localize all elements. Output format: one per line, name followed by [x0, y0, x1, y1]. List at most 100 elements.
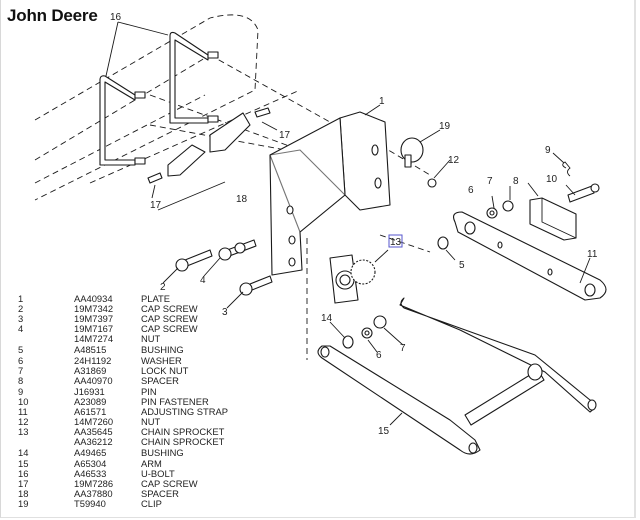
part-number-index: 10: [18, 395, 29, 407]
part-number: A49465: [74, 447, 107, 459]
part-number-index: [18, 437, 74, 447]
part-11-adjusting-strap: [453, 211, 607, 301]
part-description: CLIP: [141, 497, 162, 509]
parts-list-row: 15 A65304 ARM: [18, 457, 228, 469]
part-number-index: 18: [18, 487, 29, 499]
part-description: LOCK NUT: [141, 364, 189, 376]
part-7-lock-nut-lower: [373, 315, 387, 329]
callout-6-upper: 6: [468, 185, 474, 196]
callout-11: 11: [587, 249, 598, 260]
brand-title: John Deere: [7, 6, 98, 25]
callout-13[interactable]: 13: [390, 237, 402, 248]
parts-list-row: 18 AA37880 SPACER: [18, 487, 228, 499]
part-3-cap-screw: [239, 275, 273, 296]
part-16-u-bolt: [99, 31, 219, 166]
part-18-spacer: [167, 112, 251, 177]
callout-17-lower: 17: [150, 200, 162, 211]
part-number-index: 15: [18, 457, 29, 469]
part-number-index: 1: [18, 293, 24, 304]
part-10-pin-fastener: [567, 183, 600, 203]
part-number-index: 3: [18, 313, 24, 325]
part-description: SPACER: [141, 487, 179, 499]
part-description: NUT: [141, 416, 161, 428]
part-6-washer: [486, 207, 498, 219]
part-number: A48515: [74, 344, 107, 356]
callout-4: 4: [200, 275, 206, 286]
part-description: CAP SCREW: [141, 313, 198, 325]
part-number-index: 7: [18, 364, 24, 376]
part-12-nut: [427, 178, 437, 188]
leader-lines: [105, 21, 591, 426]
part-number-index: 13: [18, 426, 29, 438]
callout-1: 1: [379, 96, 385, 107]
part-number: 19M7342: [74, 303, 114, 315]
part-number: A65304: [74, 457, 107, 469]
parts-list-row: 17 19M7286 CAP SCREW: [18, 477, 228, 489]
part-9-pin: [562, 161, 571, 177]
callout-7-lower: 7: [400, 343, 406, 354]
part-number: A23089: [74, 395, 107, 407]
part-description: CAP SCREW: [141, 323, 198, 335]
part-description: BUSHING: [141, 344, 184, 356]
part-number-index: [18, 334, 74, 344]
part-number-index: 5: [18, 344, 24, 356]
part-number: AA36212: [74, 436, 113, 448]
part-6-washer-lower: [361, 327, 373, 339]
part-number: 19M7397: [74, 313, 114, 325]
parts-list-row: 5 A48515 BUSHING: [18, 345, 228, 355]
part-number-index: 6: [18, 354, 24, 366]
part-description: ARM: [141, 457, 162, 469]
part-number: 14M7260: [74, 416, 114, 428]
part-number-index: 4: [18, 323, 24, 335]
part-description: CAP SCREW: [141, 303, 198, 315]
callout-8: 8: [513, 176, 519, 187]
part-description: CAP SCREW: [141, 477, 198, 489]
part-number-index: 17: [18, 477, 29, 489]
parts-list-row: 13 AA35645 CHAIN SPROCKET: [18, 427, 228, 437]
callout-5: 5: [459, 260, 465, 271]
part-description: CHAIN SPROCKET: [141, 426, 225, 438]
callout-17-upper: 17: [279, 130, 291, 141]
part-number-index: 16: [18, 467, 29, 479]
part-description: BUSHING: [141, 447, 184, 459]
part-number: AA40970: [74, 374, 113, 386]
part-description: SPACER: [141, 374, 179, 386]
callout-19: 19: [439, 121, 451, 132]
part-number-index: 8: [18, 374, 24, 386]
part-17-cap-screw: [147, 107, 271, 184]
callout-16: 16: [110, 12, 122, 23]
callout-13-highlight: [388, 234, 403, 248]
part-number: AA37880: [74, 487, 113, 499]
part-number: 19M7286: [74, 477, 114, 489]
part-description: CHAIN SPROCKET: [141, 436, 225, 448]
callout-14: 14: [321, 313, 333, 324]
parts-list-row: 12 14M7260 NUT: [18, 417, 228, 427]
part-19-clip: [400, 137, 424, 168]
part-number: AA35645: [74, 426, 113, 438]
callout-18: 18: [236, 194, 248, 205]
parts-list-row: 3 19M7397 CAP SCREW: [18, 314, 228, 324]
callout-12: 12: [448, 155, 460, 166]
part-number-index: 9: [18, 385, 24, 397]
part-7-lock-nut: [502, 200, 514, 212]
part-number-index: 12: [18, 416, 29, 428]
callout-15: 15: [378, 426, 390, 437]
part-description: ADJUSTING STRAP: [141, 406, 228, 418]
part-number: AA40934: [74, 293, 113, 304]
part-number: A61571: [74, 406, 107, 418]
part-number: A31869: [74, 364, 107, 376]
part-5-bushing: [437, 236, 449, 250]
